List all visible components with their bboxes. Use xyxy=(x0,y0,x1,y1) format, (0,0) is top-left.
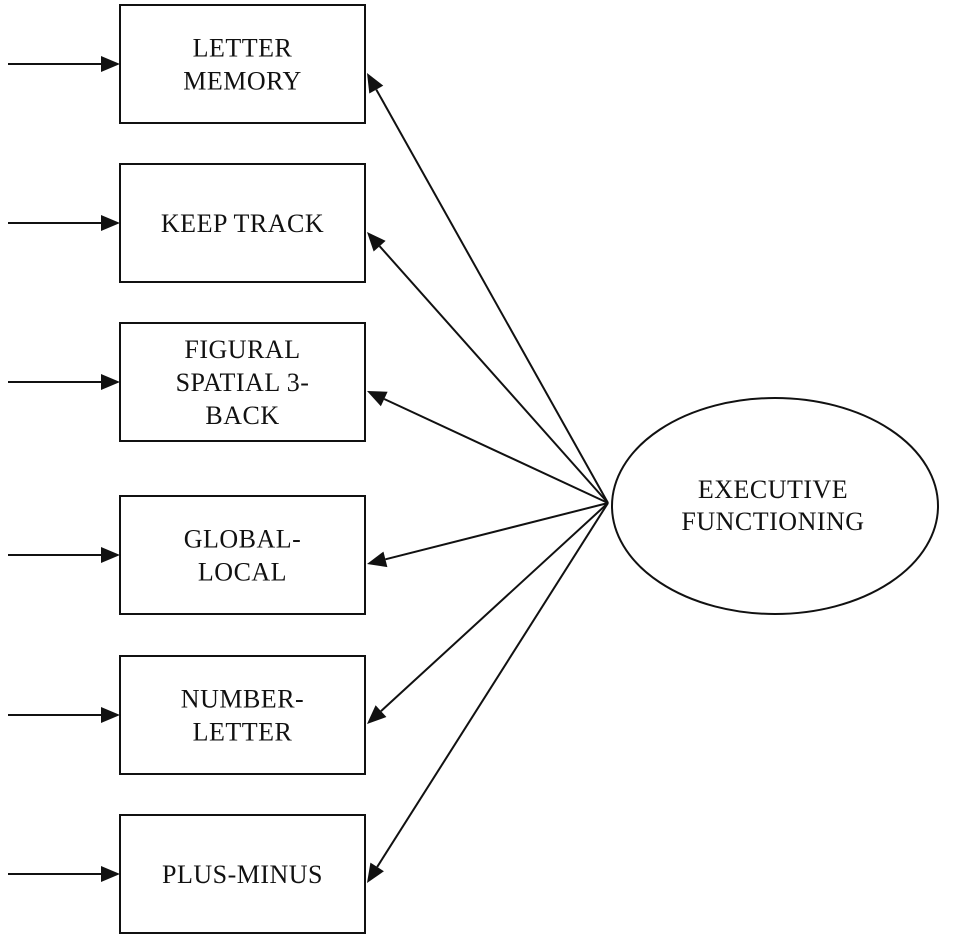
plus-minus-box xyxy=(119,814,366,934)
global-local-loading-arrow-arrowhead xyxy=(367,551,388,568)
latent-factor: EXECUTIVE FUNCTIONING xyxy=(611,397,939,615)
number-letter-error-arrow-arrowhead xyxy=(101,707,120,723)
plus-minus-label-line-1: PLUS-MINUS xyxy=(162,860,323,889)
figural-spatial-3-back-loading-arrow-arrowhead xyxy=(367,391,388,407)
global-local-loading-arrow-line xyxy=(385,502,609,561)
number-letter-box xyxy=(119,655,366,775)
number-letter-loading-arrow-arrowhead xyxy=(367,705,387,724)
global-local-label-line-2: LOCAL xyxy=(198,558,287,587)
global-local-error-arrow-arrowhead xyxy=(101,547,120,563)
indicator-boxes: LETTER MEMORY KEEP TRACK FIGURAL SPATIAL 3- B… xyxy=(119,4,366,934)
letter-memory-label-line-1: LETTER xyxy=(193,34,293,63)
figural-spatial-3-back-label-line-1: FIGURAL xyxy=(184,335,300,364)
letter-memory-loading-arrow-line xyxy=(375,89,609,504)
letter-memory-label-line-2: MEMORY xyxy=(183,67,302,96)
plus-minus-loading-arrow-arrowhead xyxy=(367,862,384,883)
figural-spatial-3-back-label-line-2: SPATIAL 3- xyxy=(176,368,310,397)
executive-functioning-label-line-1: EXECUTIVE xyxy=(698,475,848,504)
keep-track-box xyxy=(119,163,366,283)
letter-memory-error-arrow-arrowhead xyxy=(101,56,120,72)
global-local-label-line-1: GLOBAL- xyxy=(184,525,302,554)
figural-spatial-3-back-label-line-3: BACK xyxy=(205,401,279,430)
plus-minus-loading-arrow-line xyxy=(376,502,609,868)
global-local-box xyxy=(119,495,366,615)
arrows xyxy=(8,56,609,883)
keep-track-loading-arrow-arrowhead xyxy=(367,232,386,252)
keep-track-label-line-1: KEEP TRACK xyxy=(161,209,324,238)
number-letter-label-line-2: LETTER xyxy=(193,718,293,747)
letter-memory-loading-arrow-arrowhead xyxy=(367,73,384,94)
keep-track-loading-arrow-line xyxy=(378,245,609,504)
plus-minus-error-arrow-arrowhead xyxy=(101,866,120,882)
figural-spatial-3-back-error-arrow-arrowhead xyxy=(101,374,120,390)
number-letter-label-line-1: NUMBER- xyxy=(181,685,304,714)
number-letter-loading-arrow-line xyxy=(380,502,609,712)
keep-track-error-arrow-arrowhead xyxy=(101,215,120,231)
figural-spatial-3-back-loading-arrow-line xyxy=(383,398,609,504)
figural-spatial-3-back-box xyxy=(119,322,366,442)
executive-functioning-label-line-2: FUNCTIONING xyxy=(681,507,864,536)
executive-functioning-ellipse xyxy=(611,397,939,615)
letter-memory-box xyxy=(119,4,366,124)
